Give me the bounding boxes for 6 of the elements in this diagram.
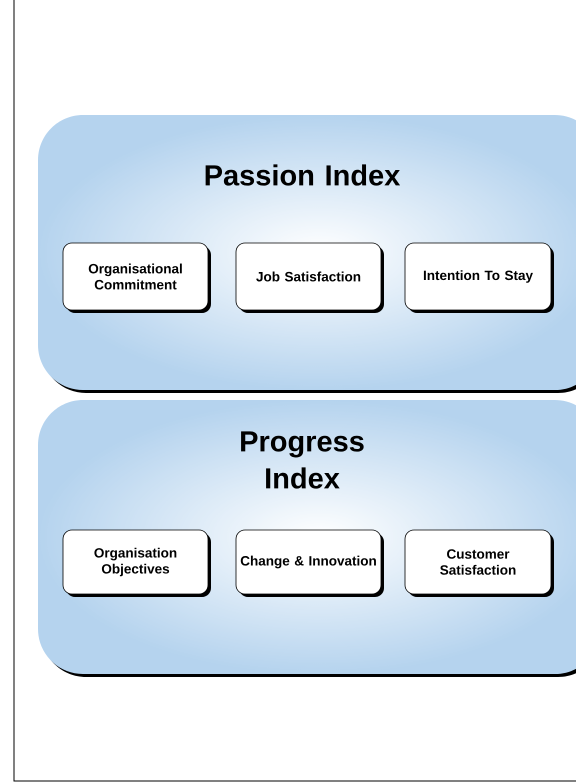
item-box: Organisational Commitment [62, 242, 211, 313]
item-box: Change & Innovation [236, 530, 384, 597]
item-box: Intention To Stay [404, 242, 554, 313]
item-box: Organisation Objectives [62, 530, 211, 597]
item-box: Customer Satisfaction [404, 530, 554, 597]
item-box: Job Satisfaction [236, 242, 384, 313]
